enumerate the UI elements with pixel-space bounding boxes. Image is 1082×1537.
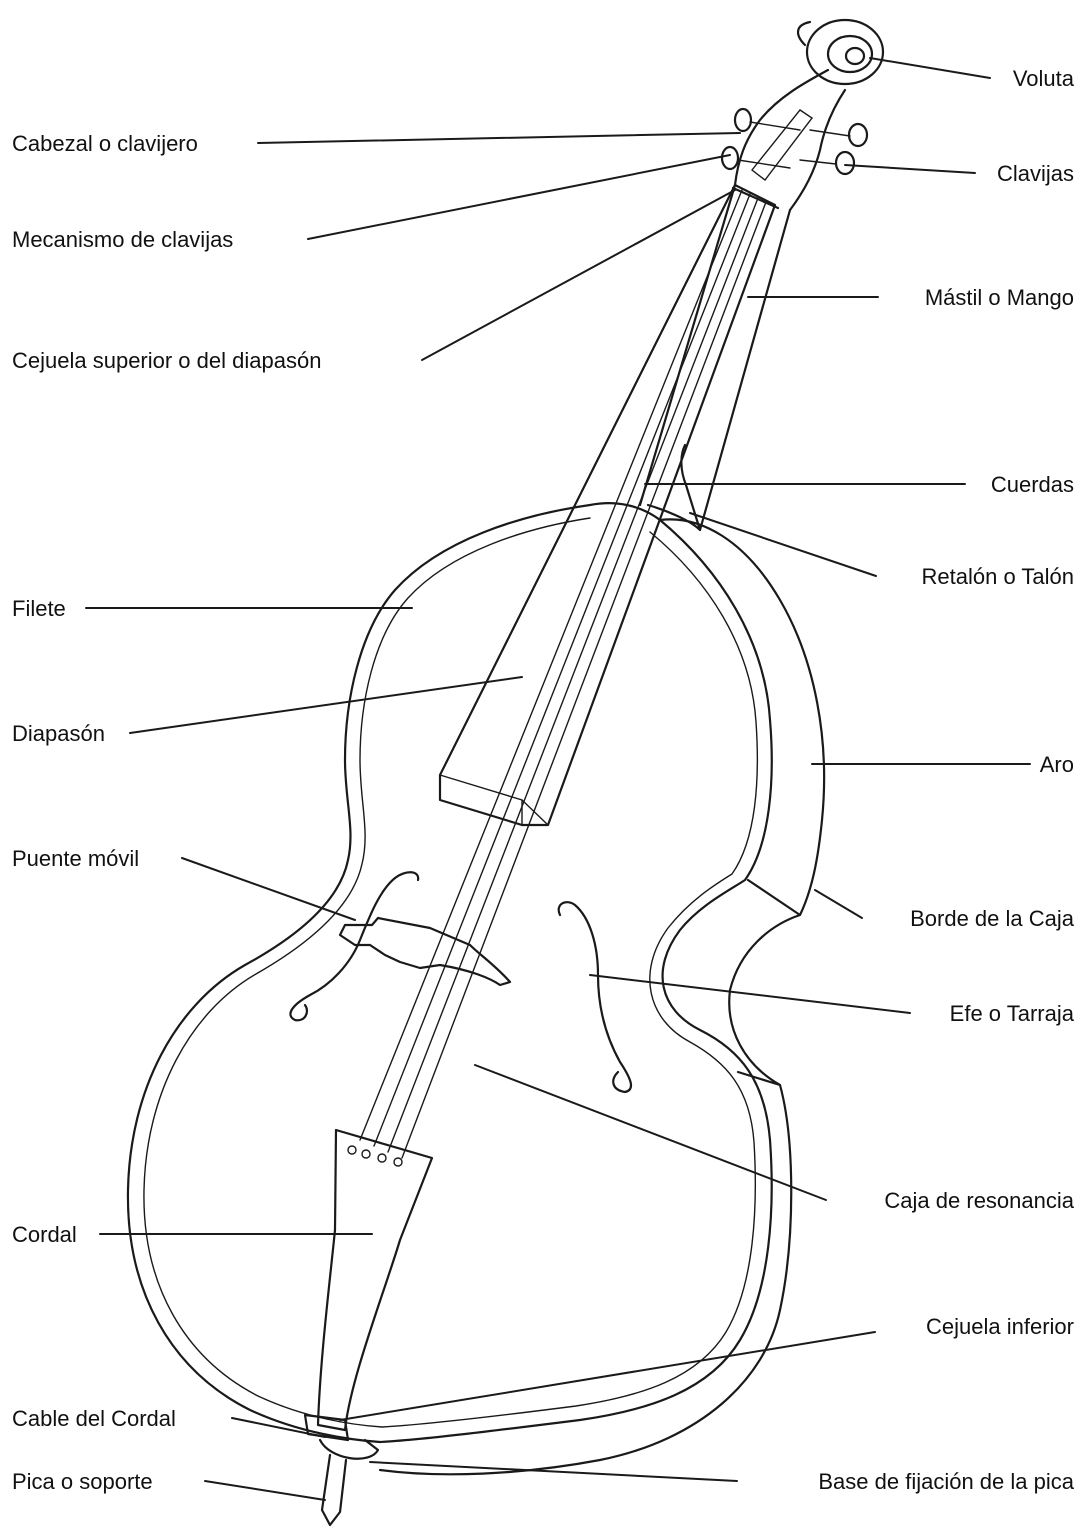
labels: Voluta Cabezal o clavijero Clavijas Meca… xyxy=(12,66,1075,1494)
f-hole-left xyxy=(290,872,418,1020)
label-diapason: Diapasón xyxy=(12,721,105,746)
tailpiece-holes xyxy=(348,1146,402,1166)
label-cejuela-superior: Cejuela superior o del diapasón xyxy=(12,348,321,373)
scroll xyxy=(798,20,883,84)
label-cordal: Cordal xyxy=(12,1222,77,1247)
body-outline xyxy=(128,503,772,1442)
label-mecanismo: Mecanismo de clavijas xyxy=(12,227,233,252)
label-cable: Cable del Cordal xyxy=(12,1406,176,1431)
rib-side xyxy=(380,519,824,1474)
label-clavijas: Clavijas xyxy=(997,161,1074,186)
label-borde: Borde de la Caja xyxy=(910,906,1075,931)
label-retalon: Retalón o Talón xyxy=(922,564,1075,589)
purfling-line xyxy=(144,518,757,1427)
label-mastil: Mástil o Mango xyxy=(925,285,1074,310)
neck xyxy=(640,185,790,530)
label-efe: Efe o Tarraja xyxy=(950,1001,1075,1026)
double-bass-illustration xyxy=(128,20,883,1525)
label-caja: Caja de resonancia xyxy=(884,1188,1074,1213)
label-cabezal: Cabezal o clavijero xyxy=(12,131,198,156)
endpin xyxy=(322,1455,346,1525)
label-cejuela-inferior: Cejuela inferior xyxy=(926,1314,1074,1339)
leader-lines xyxy=(86,58,1030,1500)
label-base-pica: Base de fijación de la pica xyxy=(818,1469,1074,1494)
label-filete: Filete xyxy=(12,596,66,621)
endpin-base xyxy=(320,1440,378,1459)
f-hole-right xyxy=(559,902,631,1092)
tailpiece xyxy=(318,1130,432,1430)
label-puente: Puente móvil xyxy=(12,846,139,871)
pegbox xyxy=(735,70,845,210)
label-voluta: Voluta xyxy=(1013,66,1075,91)
strings xyxy=(360,190,766,1158)
fingerboard xyxy=(440,185,775,825)
label-pica: Pica o soporte xyxy=(12,1469,153,1494)
label-aro: Aro xyxy=(1040,752,1074,777)
label-cuerdas: Cuerdas xyxy=(991,472,1074,497)
